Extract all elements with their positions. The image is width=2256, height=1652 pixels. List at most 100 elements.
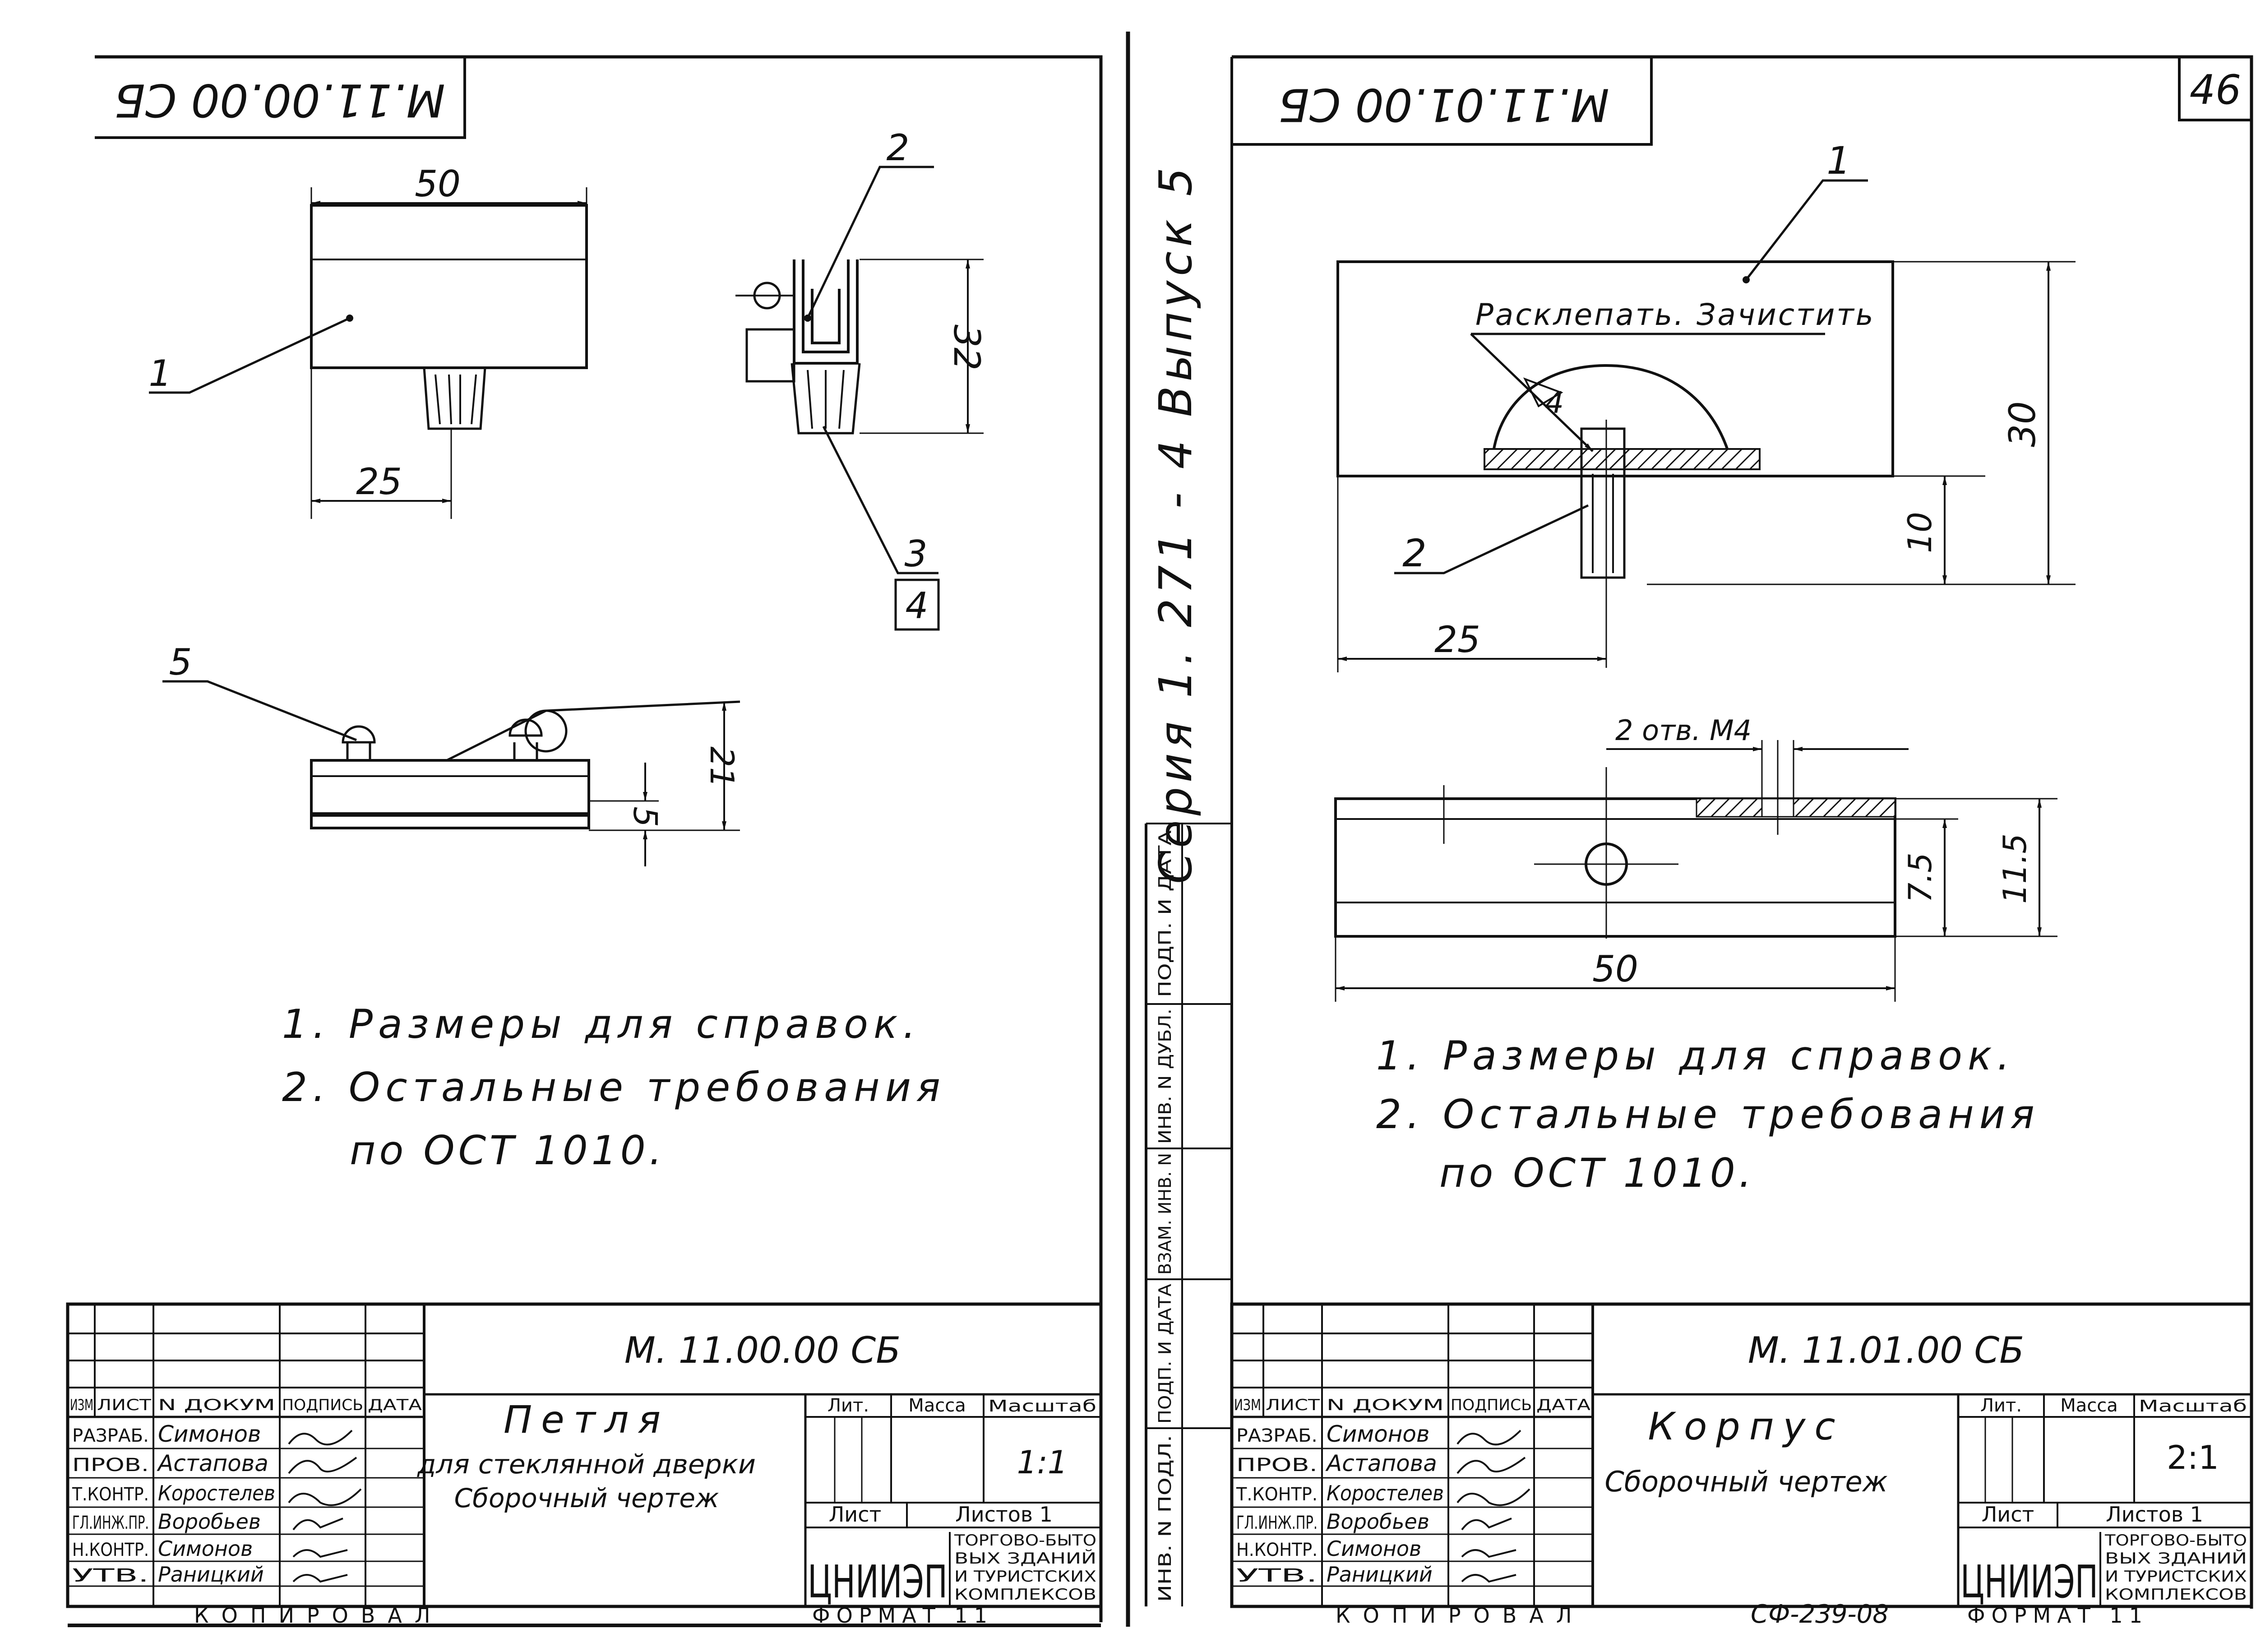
- left-tb-org-desc: И ТУРИСТСКИХ: [954, 1568, 1096, 1586]
- left-tb-format: ФОРМАТ 11: [812, 1603, 994, 1628]
- stamp-podp-data-2: ПОДП. И ДАТА: [1155, 830, 1175, 997]
- right-tb-signatures: [1456, 1430, 1530, 1583]
- left-tb-role: Т.КОНТР.: [72, 1484, 149, 1505]
- right-tb-role: РАЗРАБ.: [1236, 1425, 1318, 1446]
- right-tb-col-data: ДАТА: [1536, 1396, 1590, 1414]
- right-tb-org-desc: КОМПЛЕКСОВ: [2105, 1586, 2247, 1604]
- right-notes: 1. Размеры для справок. 2. Остальные тре…: [1376, 1032, 2034, 1196]
- dim-right-h-total: 11.5: [1997, 833, 2034, 904]
- left-title-block: ИЗМ ЛИСТ N ДОКУМ ПОДПИСЬ ДАТА РАЗРАБ. ПР…: [66, 1302, 1103, 1628]
- left-tb-role: УТВ.: [72, 1565, 149, 1586]
- right-tb-format: ФОРМАТ 11: [1967, 1603, 2149, 1628]
- left-tb-lit-label: Лит.: [828, 1395, 869, 1416]
- right-tb-col-list: ЛИСТ: [1266, 1396, 1320, 1414]
- right-tb-names: Симонов Астапова Коростелев Воробьев Сим…: [1325, 1421, 1444, 1587]
- right-sheet: 46 М.11.01.00 СБ Серия 1. 271 - 4 Выпуск…: [1145, 55, 2253, 1629]
- left-note-2: 2. Остальные требования: [282, 1064, 946, 1111]
- right-annotation: Расклепать. Зачистить: [1475, 297, 1875, 332]
- right-tb-name: Воробьев: [1327, 1509, 1429, 1534]
- left-tb-col-izm: ИЗМ: [70, 1396, 93, 1414]
- left-tb-name-line2: для стеклянной дверки: [417, 1449, 756, 1480]
- left-tb-role: ПРОВ.: [72, 1455, 149, 1476]
- left-tb-kopiroval: КОПИРОВАЛ: [194, 1603, 443, 1628]
- right-tb-role: Н.КОНТР.: [1236, 1540, 1318, 1560]
- right-tb-code: М. 11.01.00 СБ: [1748, 1329, 2024, 1371]
- left-bottom-view: 5 21 5: [162, 641, 741, 866]
- dim-left-width-bottom: 25: [356, 461, 402, 503]
- page-number: 46: [2190, 66, 2242, 114]
- left-tb-scale: 1:1: [1017, 1444, 1068, 1481]
- left-code-mirrored: М.11.00.00 СБ: [114, 74, 445, 127]
- left-callout-2: 2: [887, 127, 910, 169]
- right-front-view: 30 10 25 Расклепать. Зачистить 4 1 2: [1336, 139, 2076, 672]
- left-sheet: М.11.00.00 СБ 50 25 1: [66, 55, 1103, 1628]
- right-tb-mass-label: Масса: [2060, 1395, 2118, 1416]
- left-tb-names: Симонов Астапова Коростелев Воробьев Сим…: [157, 1421, 275, 1587]
- right-tb-kopiroval: КОПИРОВАЛ: [1336, 1603, 1584, 1628]
- right-tb-org-desc: ТОРГОВО-БЫТО: [2104, 1532, 2247, 1550]
- left-tb-name-line1: Петля: [504, 1397, 670, 1442]
- left-tb-roles: РАЗРАБ. ПРОВ. Т.КОНТР. ГЛ.ИНЖ.ПР. Н.КОНТ…: [72, 1425, 149, 1586]
- left-tb-name: Воробьев: [158, 1509, 261, 1534]
- left-tb-name: Коростелев: [158, 1481, 275, 1505]
- left-tb-name-line3: Сборочный чертеж: [454, 1483, 719, 1513]
- right-tb-lit-label: Лит.: [1980, 1395, 2022, 1416]
- stamp-podp-data-1: ПОДП. И ДАТА: [1155, 1284, 1175, 1424]
- dim-right-height-total: 30: [2002, 401, 2043, 447]
- dim-left-height-bottom: 21: [703, 746, 741, 788]
- left-tb-scale-label: Масштаб: [988, 1397, 1096, 1416]
- left-tb-org: ЦНИИЭП: [808, 1555, 948, 1608]
- right-tb-roles: РАЗРАБ. ПРОВ. Т.КОНТР. ГЛ.ИНЖ.ПР. Н.КОНТ…: [1236, 1425, 1318, 1586]
- right-tb-name: Симонов: [1327, 1536, 1421, 1561]
- right-tb-scale: 2:1: [2167, 1439, 2219, 1476]
- right-code-mirrored: М.11.01.00 СБ: [1278, 79, 1609, 131]
- dim-right-offset: 25: [1434, 619, 1480, 661]
- left-tb-role: ГЛ.ИНЖ.ПР.: [72, 1513, 149, 1533]
- left-tb-org-desc: ВЫХ ЗДАНИЙ: [954, 1549, 1096, 1568]
- right-tb-name: Коростелев: [1327, 1481, 1444, 1505]
- left-front-view: 50 25 1: [149, 163, 588, 519]
- right-title-block: ИЗМ ЛИСТ N ДОКУМ ПОДПИСЬ ДАТА РАЗРАБ. ПР…: [1230, 1302, 2253, 1629]
- right-tb-role: Т.КОНТР.: [1236, 1484, 1318, 1505]
- left-callout-4: 4: [906, 585, 929, 627]
- stamp-inv-dubl: ИНВ. N ДУБЛ.: [1155, 1009, 1175, 1144]
- dim-right-width: 50: [1592, 948, 1638, 990]
- right-tb-role: УТВ.: [1236, 1565, 1318, 1586]
- right-tb-org: ЦНИИЭП: [1960, 1555, 2098, 1608]
- right-tb-col-podpis: ПОДПИСЬ: [1451, 1396, 1532, 1414]
- left-callout-3: 3: [905, 533, 928, 575]
- left-tb-role: РАЗРАБ.: [72, 1425, 149, 1446]
- dim-left-height-side: 32: [946, 324, 988, 370]
- right-tb-sheets-label: Листов 1: [2106, 1502, 2203, 1527]
- left-tb-signatures: [288, 1430, 362, 1583]
- left-tb-name: Астапова: [157, 1450, 268, 1476]
- right-tb-col-ndokum: N ДОКУМ: [1327, 1396, 1444, 1414]
- right-tb-org-desc: ВЫХ ЗДАНИЙ: [2105, 1549, 2247, 1568]
- weld-mark: 4: [1545, 385, 1564, 420]
- dim-right-stud-height: 10: [1901, 512, 1939, 553]
- right-note-1: 1. Размеры для справок.: [1376, 1032, 2015, 1079]
- right-tb-col-izm: ИЗМ: [1234, 1396, 1261, 1414]
- right-tb-scale-label: Масштаб: [2139, 1397, 2247, 1416]
- left-tb-org-desc: ТОРГОВО-БЫТО: [954, 1532, 1096, 1550]
- left-tb-col-ndokum: N ДОКУМ: [158, 1396, 275, 1414]
- right-tb-name-line1: Корпус: [1648, 1404, 1844, 1448]
- right-tb-name-line2: Сборочный чертеж: [1604, 1465, 1887, 1498]
- right-note-3: по ОСТ 1010.: [1439, 1150, 1755, 1196]
- left-tb-col-list: ЛИСТ: [97, 1396, 151, 1414]
- left-note-3: по ОСТ 1010.: [350, 1127, 666, 1174]
- dim-left-width-top: 50: [415, 163, 461, 205]
- right-bottom-view: 2 отв. М4 50 7.5 11.5: [1334, 714, 2057, 1002]
- right-side-stamp: ИНВ. N ПОДЛ. ПОДП. И ДАТА ВЗАМ. ИНВ. N И…: [1146, 823, 1232, 1606]
- left-tb-org-desc: КОМПЛЕКСОВ: [954, 1586, 1096, 1604]
- left-tb-col-podpis: ПОДПИСЬ: [282, 1396, 363, 1414]
- right-tb-name: Симонов: [1327, 1421, 1429, 1447]
- left-notes: 1. Размеры для справок. 2. Остальные тре…: [282, 1001, 946, 1174]
- dim-right-h-small: 7.5: [1902, 852, 1939, 902]
- left-tb-code: М. 11.00.00 СБ: [624, 1329, 901, 1371]
- right-tb-doc-number: СФ-239-08: [1751, 1600, 1889, 1629]
- left-note-1: 1. Размеры для справок.: [282, 1001, 921, 1047]
- stamp-inv-podl: ИНВ. N ПОДЛ.: [1155, 1435, 1175, 1602]
- left-tb-name: Раницкий: [158, 1562, 264, 1587]
- left-tb-name: Симонов: [158, 1536, 253, 1561]
